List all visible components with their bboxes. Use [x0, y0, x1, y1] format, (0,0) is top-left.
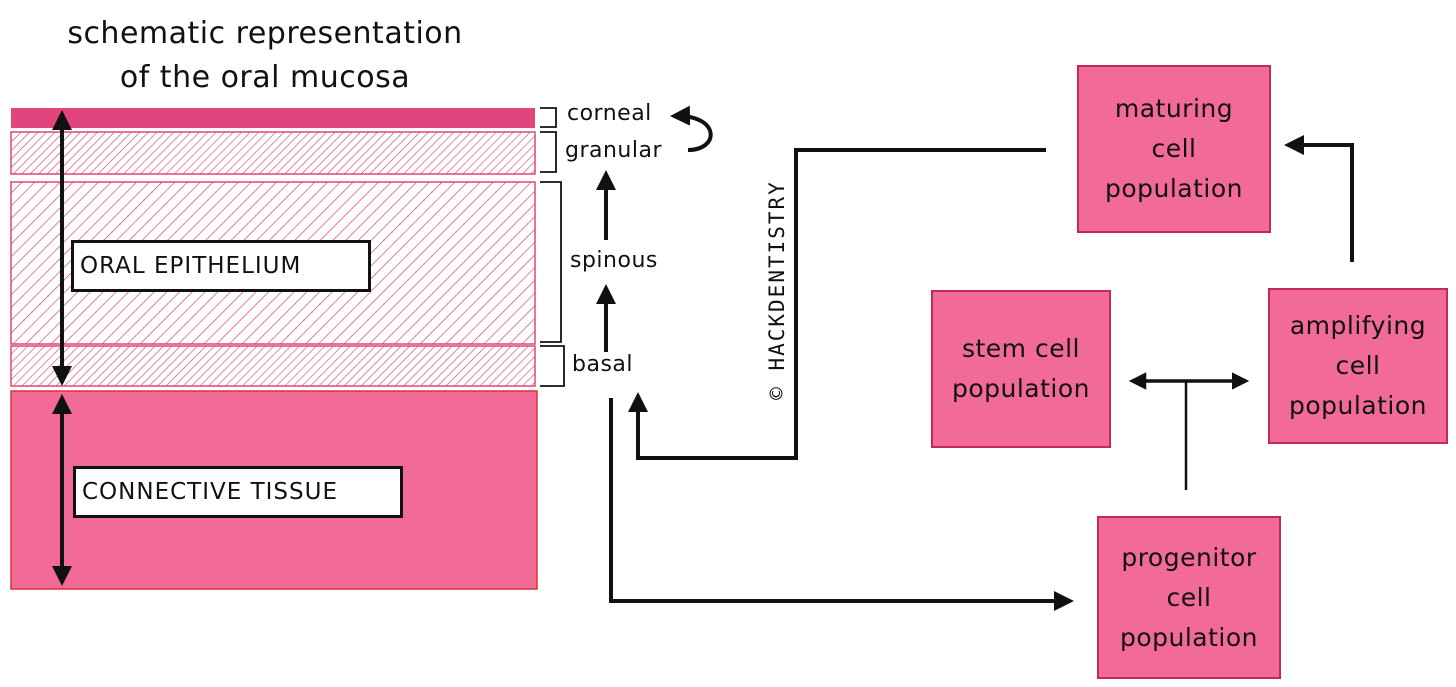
basal-bracket: [540, 345, 565, 387]
corneal-label: corneal: [567, 101, 652, 126]
basal-layer: [10, 345, 536, 387]
amplifying-to-maturing-arrow: [1284, 135, 1354, 262]
granular-layer: [10, 131, 536, 175]
maturing-to-basal-arrow: [628, 148, 1046, 460]
oral-epithelium-label: ORAL EPITHELIUM: [71, 240, 371, 292]
stem-cell-box: stem cell population: [931, 290, 1111, 448]
spinous-label: spinous: [570, 248, 658, 273]
basal-to-progenitor-arrow: [609, 398, 1074, 611]
copyright-watermark: © HACKDENTISTRY: [765, 180, 789, 400]
diagram-title: schematic representation of the oral muc…: [67, 16, 463, 95]
connective-tissue-label: CONNECTIVE TISSUE: [73, 466, 403, 518]
maturing-cell-box: maturing cell population: [1077, 65, 1271, 233]
corneal-layer: [11, 108, 535, 128]
granular-label: granular: [565, 138, 663, 163]
granular-bracket: [540, 131, 557, 173]
basal-label: basal: [572, 352, 634, 377]
corneal-bracket: [540, 107, 557, 128]
progenitor-cell-box: progenitor cell population: [1097, 516, 1281, 679]
granular-to-corneal-arrow: [670, 105, 713, 152]
amplifying-cell-box: amplifying cell population: [1268, 288, 1448, 444]
spinous-bracket: [540, 181, 562, 343]
